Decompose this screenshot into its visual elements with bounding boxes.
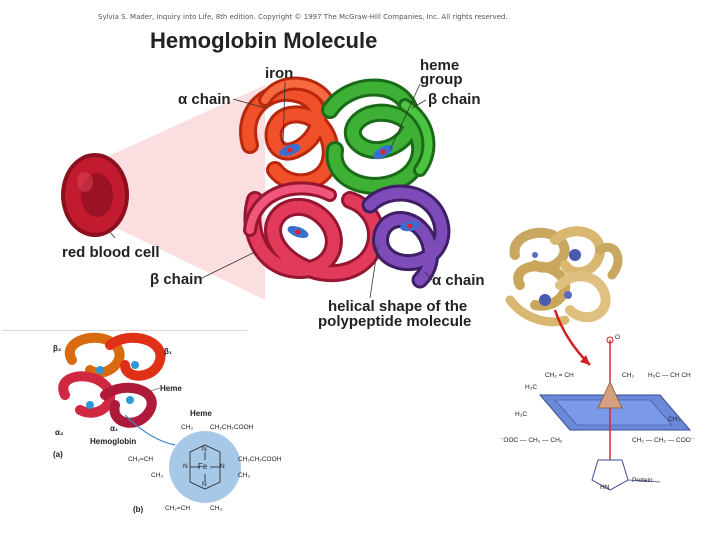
beta-chain-top-subunit [321, 78, 436, 195]
inset-b-ch2ch-left: CH₂=CH [128, 456, 154, 463]
right-right-chain-label: CH₂ — CH₂ — COO⁻ [632, 437, 695, 444]
inset-b-n-right: N [220, 463, 225, 470]
label-iron: iron [265, 65, 294, 82]
alpha-chain-bottom-subunit [361, 184, 451, 289]
inset-hemoglobin-illustration [58, 332, 166, 428]
right-ch3b-label: CH₃ [668, 416, 681, 423]
heme-groups [279, 143, 420, 239]
right-ch2ch-label: CH₂ = CH [545, 372, 574, 379]
inset-a-alpha1: α₁ [110, 424, 119, 433]
protein-heme-sites [532, 249, 581, 306]
inset-b-ch3-left: CH₃ [151, 472, 164, 479]
leader-lines [109, 81, 433, 299]
right-h3c-ch-ch-label: H₃C — CH CH [648, 372, 691, 379]
inset-a-heme: Heme [160, 384, 182, 393]
heme-plane-structure [538, 336, 692, 491]
inset-b-n-left: N [183, 463, 188, 470]
inset-b-heme: Heme [190, 409, 212, 418]
label-helical-line1: helical shape of the [328, 298, 468, 315]
inset-b-ch2ch-bottom: CH₂=CH [165, 505, 191, 512]
label-red-blood-cell: red blood cell [62, 244, 160, 261]
inset-b-ch3-bottom: CH₃ [210, 505, 223, 512]
label-alpha-chain-top: α chain [178, 91, 231, 108]
inset-a-hemoglobin: Hemoglobin [90, 437, 137, 446]
heme-structure-circle [169, 431, 241, 503]
right-hn-label: HN [600, 484, 610, 491]
right-o-label: O [615, 334, 621, 341]
right-h3c-c-label: H₃C [515, 411, 528, 418]
inset-b-ch3-right: CH₃ [238, 472, 251, 479]
label-heme-group-line1: heme [420, 57, 460, 74]
right-ch3a-label: CH₃ [622, 372, 635, 379]
label-helical-line2: polypeptide molecule [318, 313, 472, 330]
inset-a-alpha2: α₂ [55, 428, 64, 437]
inset-b-ch3-top: CH₃ [181, 424, 194, 431]
inset-b-ch2ch2cooh-right: CH₂CH₂COOH [238, 456, 282, 463]
projection-cone [100, 85, 265, 300]
right-left-chain-label: ⁻OOC — CH₂ — CH₂ [500, 437, 563, 444]
beta-chain-bottom-subunit [243, 181, 385, 283]
label-beta-chain-bottom: β chain [150, 271, 203, 288]
inset-a-panel-label: (a) [53, 450, 63, 459]
myoglobin-protein-illustration [505, 226, 623, 327]
inset-a-beta2: β₂ [53, 344, 62, 353]
inset-frame [2, 330, 247, 331]
inset-b-panel-label: (b) [133, 505, 144, 514]
red-blood-cell-illustration [61, 153, 129, 237]
copyright-notice: Sylvia S. Mader, Inquiry into Life, 8th … [98, 13, 508, 21]
label-beta-chain-top: β chain [428, 91, 481, 108]
label-heme-group-line2: group [420, 71, 463, 88]
inset-b-ch2ch2cooh-top: CH₂CH₂COOH [210, 424, 254, 431]
porphyrin-ring [189, 444, 221, 490]
inset-a-beta1: β₁ [164, 347, 173, 356]
inset-b-n-bottom: N [202, 481, 207, 488]
inset-b-n-top: N [202, 446, 207, 453]
inset-b-fe: Fe [198, 462, 208, 471]
page-title: Hemoglobin Molecule [150, 28, 378, 53]
right-h3c-b-label: H₃C [525, 384, 538, 391]
label-alpha-chain-bottom: α chain [432, 272, 485, 289]
right-protein-label: Protein [632, 477, 653, 484]
